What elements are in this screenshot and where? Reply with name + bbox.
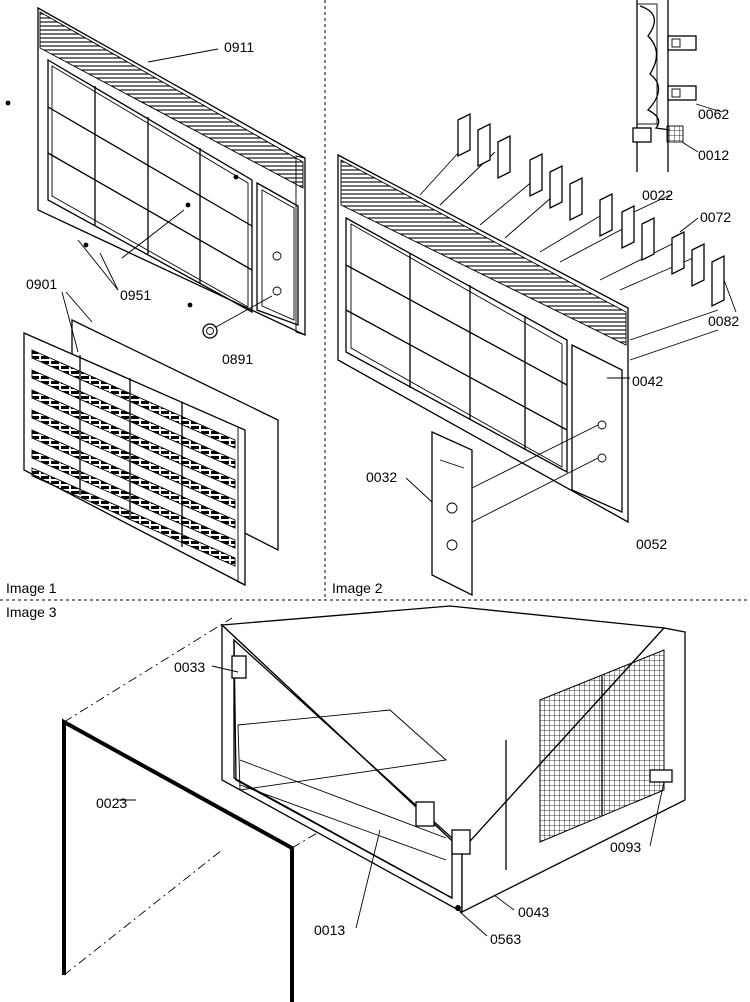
label-0062: 0062 xyxy=(698,106,729,122)
label-0033: 0033 xyxy=(174,659,205,675)
image1-front-panel xyxy=(5,6,306,337)
label-0042: 0042 xyxy=(632,373,663,389)
control-plate-0032 xyxy=(405,424,599,597)
knob-0891 xyxy=(202,295,273,339)
panel-title-image1: Image 1 xyxy=(6,580,57,596)
image2-front-panel xyxy=(337,153,630,524)
image1-leaders xyxy=(61,48,219,353)
label-0901: 0901 xyxy=(26,276,57,292)
label-0891: 0891 xyxy=(222,351,253,367)
label-0023: 0023 xyxy=(96,795,127,811)
label-0093: 0093 xyxy=(610,839,641,855)
label-0911: 0911 xyxy=(224,39,254,55)
image2-clip-detail xyxy=(632,0,723,172)
label-0013: 0013 xyxy=(314,922,345,938)
label-0012: 0012 xyxy=(698,147,729,163)
image3-leaders xyxy=(118,665,665,937)
label-0072: 0072 xyxy=(700,209,731,225)
label-0082: 0082 xyxy=(708,313,739,329)
label-0563: 0563 xyxy=(490,931,521,947)
label-0052: 0052 xyxy=(636,536,667,552)
image3-dashed-guides xyxy=(63,617,441,976)
panel-title-image3: Image 3 xyxy=(6,604,57,620)
image3-cabinet xyxy=(220,605,686,914)
label-0951: 0951 xyxy=(120,287,151,303)
image1-grille xyxy=(23,332,246,587)
label-0032: 0032 xyxy=(366,469,397,485)
label-0043: 0043 xyxy=(518,904,549,920)
panel-title-image2: Image 2 xyxy=(332,580,383,596)
gasket-0023 xyxy=(62,718,294,1002)
label-0022: 0022 xyxy=(642,187,673,203)
image2-clips xyxy=(419,112,737,361)
